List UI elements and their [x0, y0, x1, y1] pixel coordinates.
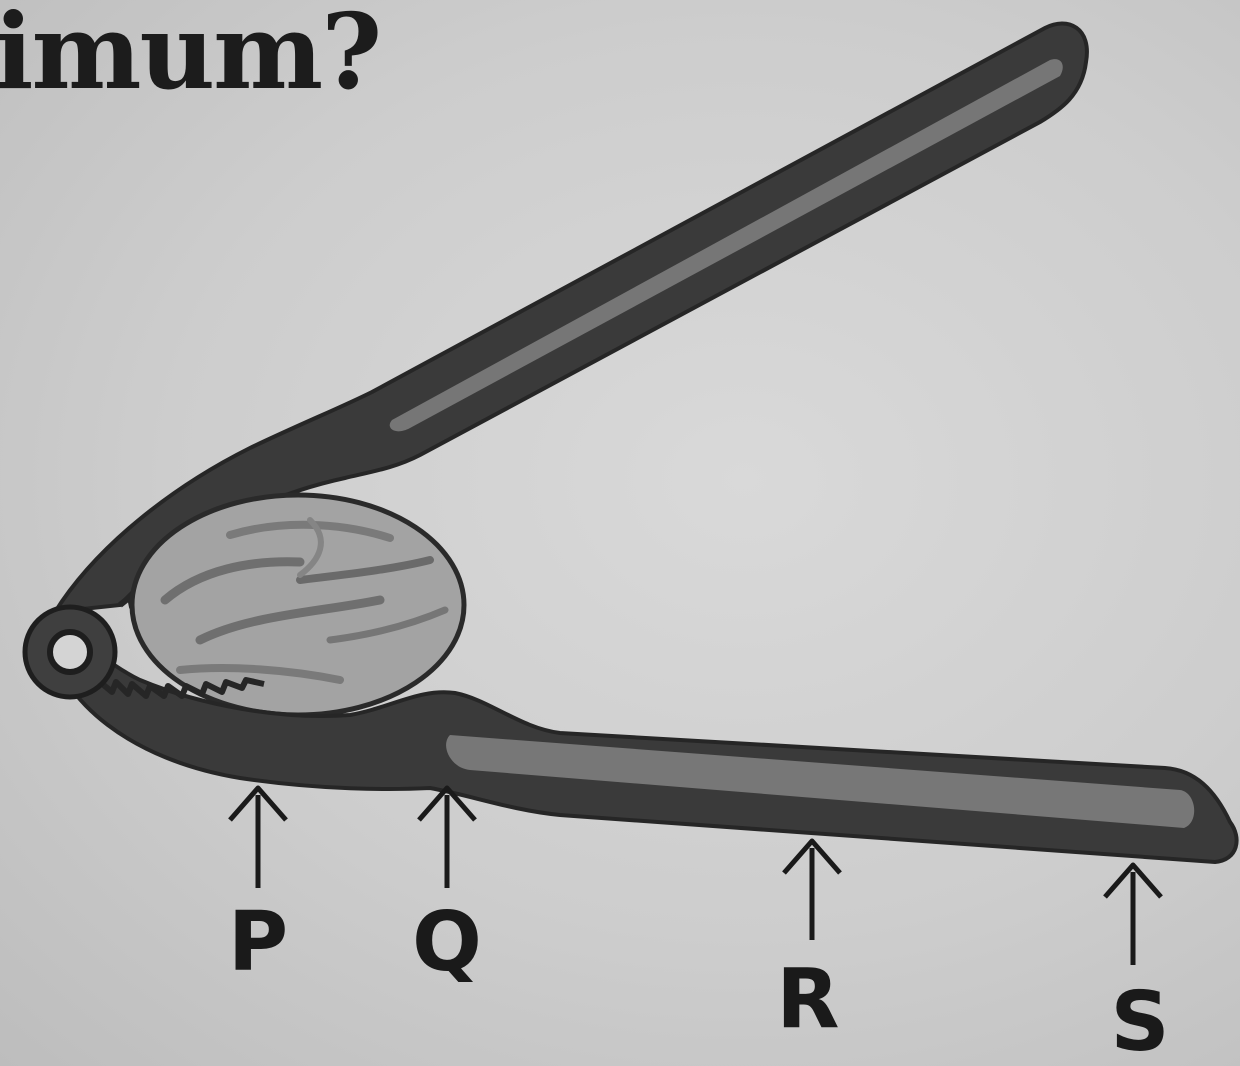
label-R: R [776, 952, 839, 1047]
label-S: S [1110, 975, 1169, 1066]
marker-P: P [228, 788, 288, 990]
marker-R: R [776, 841, 840, 1047]
label-P: P [228, 895, 288, 990]
marker-S: S [1105, 865, 1170, 1066]
label-Q: Q [412, 895, 482, 990]
walnut [132, 495, 464, 715]
upper-handle-groove [390, 59, 1063, 431]
pivot-joint [25, 607, 115, 697]
marker-Q: Q [412, 788, 482, 990]
